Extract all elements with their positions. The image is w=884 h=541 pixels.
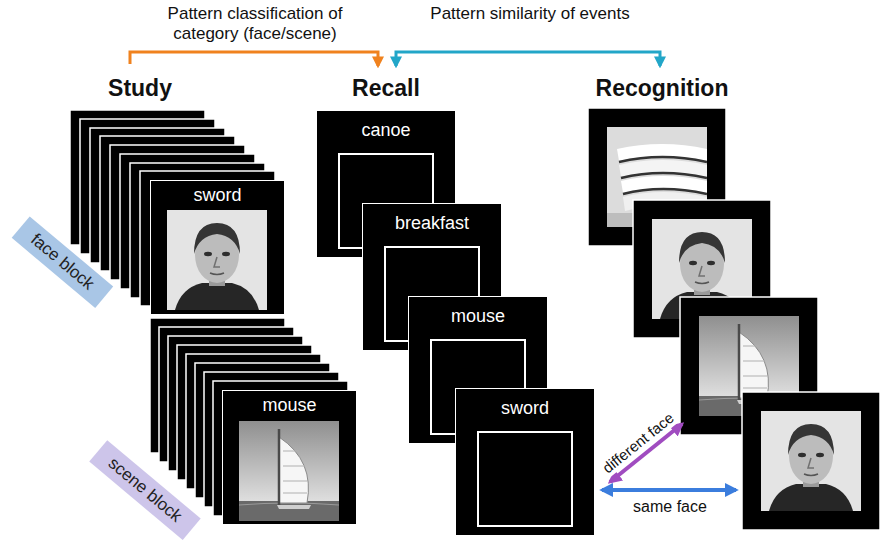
phase-heading: Recognition: [596, 75, 729, 103]
cue-word: mouse: [409, 297, 547, 327]
similarity-bracket: [396, 52, 660, 66]
recognition-cards: [588, 108, 880, 530]
cue-word: sword: [456, 389, 594, 419]
cue-word: sword: [151, 181, 284, 206]
recall-frame: [477, 431, 573, 527]
analysis-label: Pattern classification of category (face…: [143, 4, 368, 45]
cue-word: breakfast: [363, 204, 501, 234]
phase-heading: Recall: [352, 75, 420, 103]
cue-word: mouse: [223, 391, 356, 416]
phase-heading: Study: [108, 75, 172, 103]
tag-label: face block: [26, 230, 97, 295]
classification-bracket: [130, 52, 378, 66]
cue-word: canoe: [317, 111, 455, 141]
face-photo: [167, 210, 267, 310]
arrow-label: different face: [597, 408, 679, 479]
same-face-arrow: [602, 488, 736, 492]
block-tag: scene block: [89, 440, 200, 540]
block-tag: face block: [11, 216, 112, 307]
scene-photo: [239, 421, 339, 521]
recall-card: sword: [455, 388, 595, 536]
analysis-label: Pattern similarity of events: [424, 4, 636, 24]
tag-label: scene block: [104, 453, 186, 526]
arrow-label: same face: [633, 497, 707, 516]
